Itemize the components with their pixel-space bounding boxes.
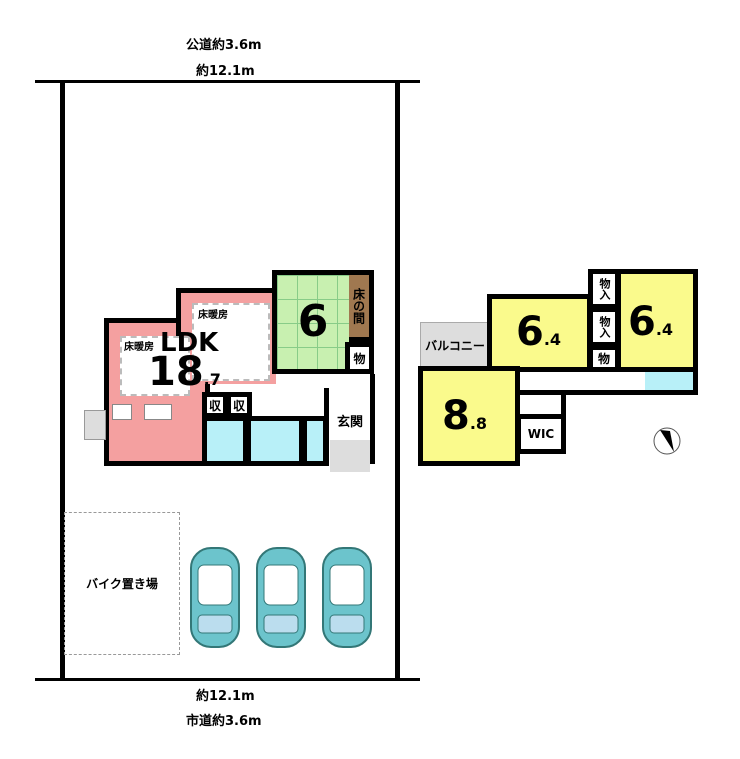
ldk-size-dec: .7 — [203, 370, 221, 389]
bathroom — [202, 416, 248, 466]
room-size-int: 6 — [628, 299, 656, 345]
sink-icon — [144, 404, 172, 420]
closet: 物入 — [588, 307, 620, 347]
car-icon — [256, 547, 306, 648]
tokonoma: 床の間 — [349, 270, 374, 342]
ldk-size-int: 18 — [148, 349, 204, 395]
room-size-int: 8 — [442, 393, 470, 439]
bottom-road-label: 市道約3.6m — [186, 714, 262, 729]
ldk-room-lower — [104, 384, 210, 466]
japanese-room-size: 6 — [297, 296, 329, 347]
floor-heating-label: 床暖房 — [198, 310, 228, 321]
closet: 収 — [226, 392, 252, 418]
wall — [370, 374, 375, 464]
bike-parking-label: バイク置き場 — [86, 577, 158, 591]
lot-left-line — [60, 82, 65, 680]
closet: 物入 — [588, 269, 620, 309]
floor-heating-area — [120, 336, 190, 396]
stairs — [516, 392, 566, 416]
entrance-label: 玄関 — [336, 414, 363, 430]
stove-icon — [112, 404, 132, 420]
room-size-dec: .8 — [469, 414, 488, 433]
wall — [324, 388, 329, 466]
bottom-width-label: 約12.1m — [196, 689, 255, 704]
top-road-label: 公道約3.6m — [186, 38, 262, 53]
floor-heating-label: 床暖房 — [124, 342, 154, 353]
toilet — [645, 372, 693, 390]
japanese-room — [272, 270, 354, 374]
bedroom — [487, 294, 592, 372]
car-icon — [190, 547, 240, 648]
room-size: 6.4 — [516, 312, 561, 352]
lot-top-line — [35, 80, 420, 83]
back-door — [84, 410, 106, 440]
ldk-size: 18.7 — [148, 352, 221, 392]
storage: 物 — [588, 345, 620, 372]
ldk-label: LDK — [160, 328, 219, 358]
entrance-floor — [330, 440, 370, 472]
compass-icon — [653, 427, 681, 455]
walk-in-closet: WIC — [516, 414, 566, 454]
storage: 物 — [345, 342, 374, 374]
room-size-int: 6 — [516, 309, 544, 355]
room-size-dec: .4 — [655, 320, 674, 339]
room-size-dec: .4 — [543, 330, 562, 349]
washroom — [246, 416, 304, 466]
car-icon — [322, 547, 372, 648]
floor-heating-area — [192, 303, 270, 381]
room-size: 8.8 — [442, 396, 487, 436]
top-width-label: 約12.1m — [196, 64, 255, 79]
balcony: バルコニー — [420, 322, 490, 368]
lot-right-line — [395, 82, 400, 680]
bike-parking-area — [64, 512, 180, 655]
hallway — [515, 370, 698, 395]
bedroom — [418, 366, 520, 466]
lot-bottom-line — [35, 678, 420, 681]
closet: 収 — [202, 392, 228, 418]
room-size: 6.4 — [628, 302, 673, 342]
